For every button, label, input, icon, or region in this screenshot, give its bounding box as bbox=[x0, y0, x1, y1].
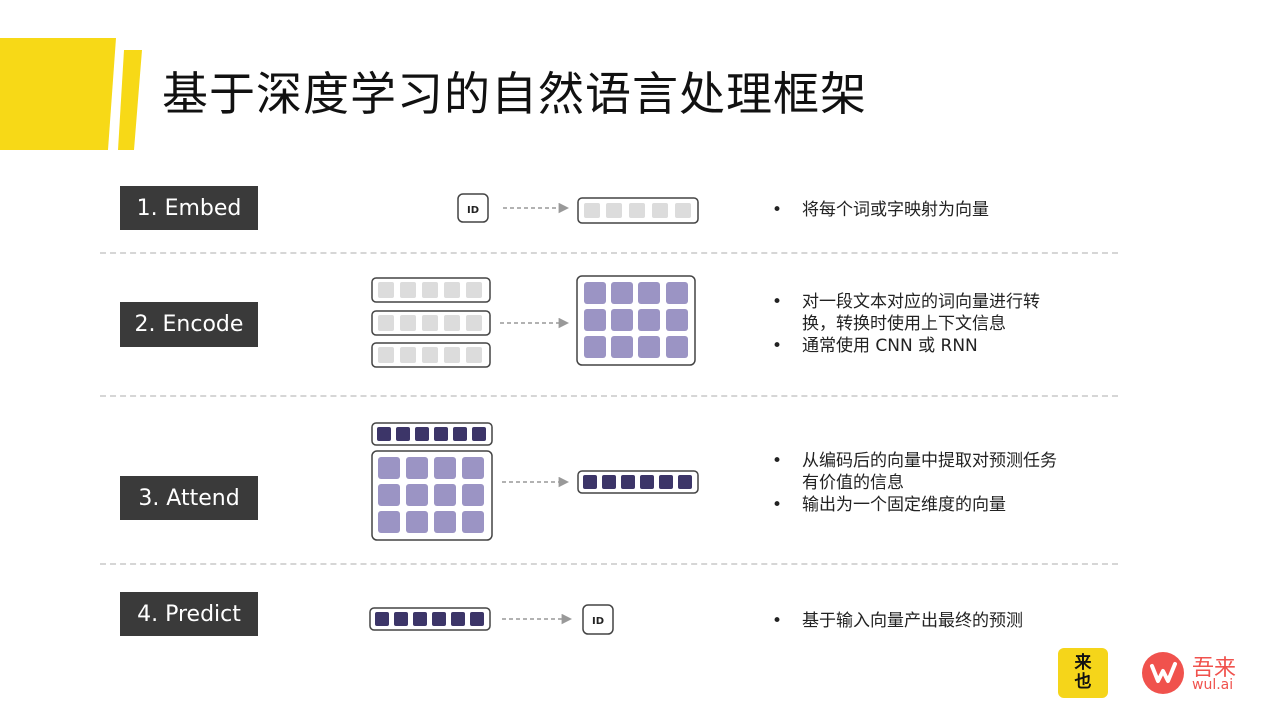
encode-output-matrix bbox=[576, 275, 696, 366]
attend-bullets: • 从编码后的向量中提取对预测任务有价值的信息 • 输出为一个固定维度的向量 bbox=[772, 450, 1072, 516]
bullet-text: 从编码后的向量中提取对预测任务有价值的信息 bbox=[802, 451, 1057, 493]
attend-output-vector bbox=[577, 470, 699, 494]
predict-bullets: • 基于输入向量产出最终的预测 bbox=[772, 610, 1092, 632]
laiye-logo: 来 也 bbox=[1058, 648, 1108, 698]
yellow-accent-shape bbox=[0, 38, 142, 150]
wulai-logo-text-en: wul.ai bbox=[1192, 677, 1234, 693]
bullet-text: 将每个词或字映射为向量 bbox=[802, 200, 989, 220]
bullet-text: 对一段文本对应的词向量进行转换，转换时使用上下文信息 bbox=[802, 292, 1040, 334]
bullet-text: 通常使用 CNN 或 RNN bbox=[802, 336, 978, 356]
bullet-text: 输出为一个固定维度的向量 bbox=[802, 495, 1006, 515]
attend-input-matrix bbox=[371, 450, 493, 541]
step-embed-label: 1. Embed bbox=[120, 186, 258, 230]
predict-id-box: ID bbox=[582, 604, 614, 635]
divider-2 bbox=[100, 395, 1118, 397]
wulai-logo-text-cn: 吾来 bbox=[1192, 656, 1237, 681]
embed-bullets: • 将每个词或字映射为向量 bbox=[772, 199, 1092, 221]
bullet-icon: • bbox=[772, 200, 783, 220]
laiye-logo-char-2: 也 bbox=[1074, 672, 1092, 692]
predict-input-vector bbox=[369, 607, 491, 631]
id-text: ID bbox=[467, 205, 479, 216]
embed-id-box: ID bbox=[457, 193, 489, 223]
encode-input-vectors bbox=[371, 277, 491, 368]
wulai-logo-icon bbox=[1142, 652, 1184, 694]
bullet-text: 基于输入向量产出最终的预测 bbox=[802, 611, 1023, 631]
encode-bullets: • 对一段文本对应的词向量进行转换，转换时使用上下文信息 • 通常使用 CNN 或 … bbox=[772, 291, 1072, 357]
attend-query-vector bbox=[371, 422, 493, 446]
id-text: ID bbox=[592, 616, 604, 627]
embed-output-vector bbox=[577, 197, 699, 224]
bullet-icon: • bbox=[772, 495, 783, 515]
step-predict-label: 4. Predict bbox=[120, 592, 258, 636]
divider-1 bbox=[100, 252, 1118, 254]
bullet-icon: • bbox=[772, 292, 783, 312]
bullet-icon: • bbox=[772, 336, 783, 356]
bullet-icon: • bbox=[772, 451, 783, 471]
bullet-icon: • bbox=[772, 611, 783, 631]
page-title: 基于深度学习的自然语言处理框架 bbox=[162, 67, 867, 121]
step-attend-label: 3. Attend bbox=[120, 476, 258, 520]
laiye-logo-char-1: 来 bbox=[1074, 653, 1092, 673]
divider-3 bbox=[100, 563, 1118, 565]
step-encode-label: 2. Encode bbox=[120, 302, 258, 347]
